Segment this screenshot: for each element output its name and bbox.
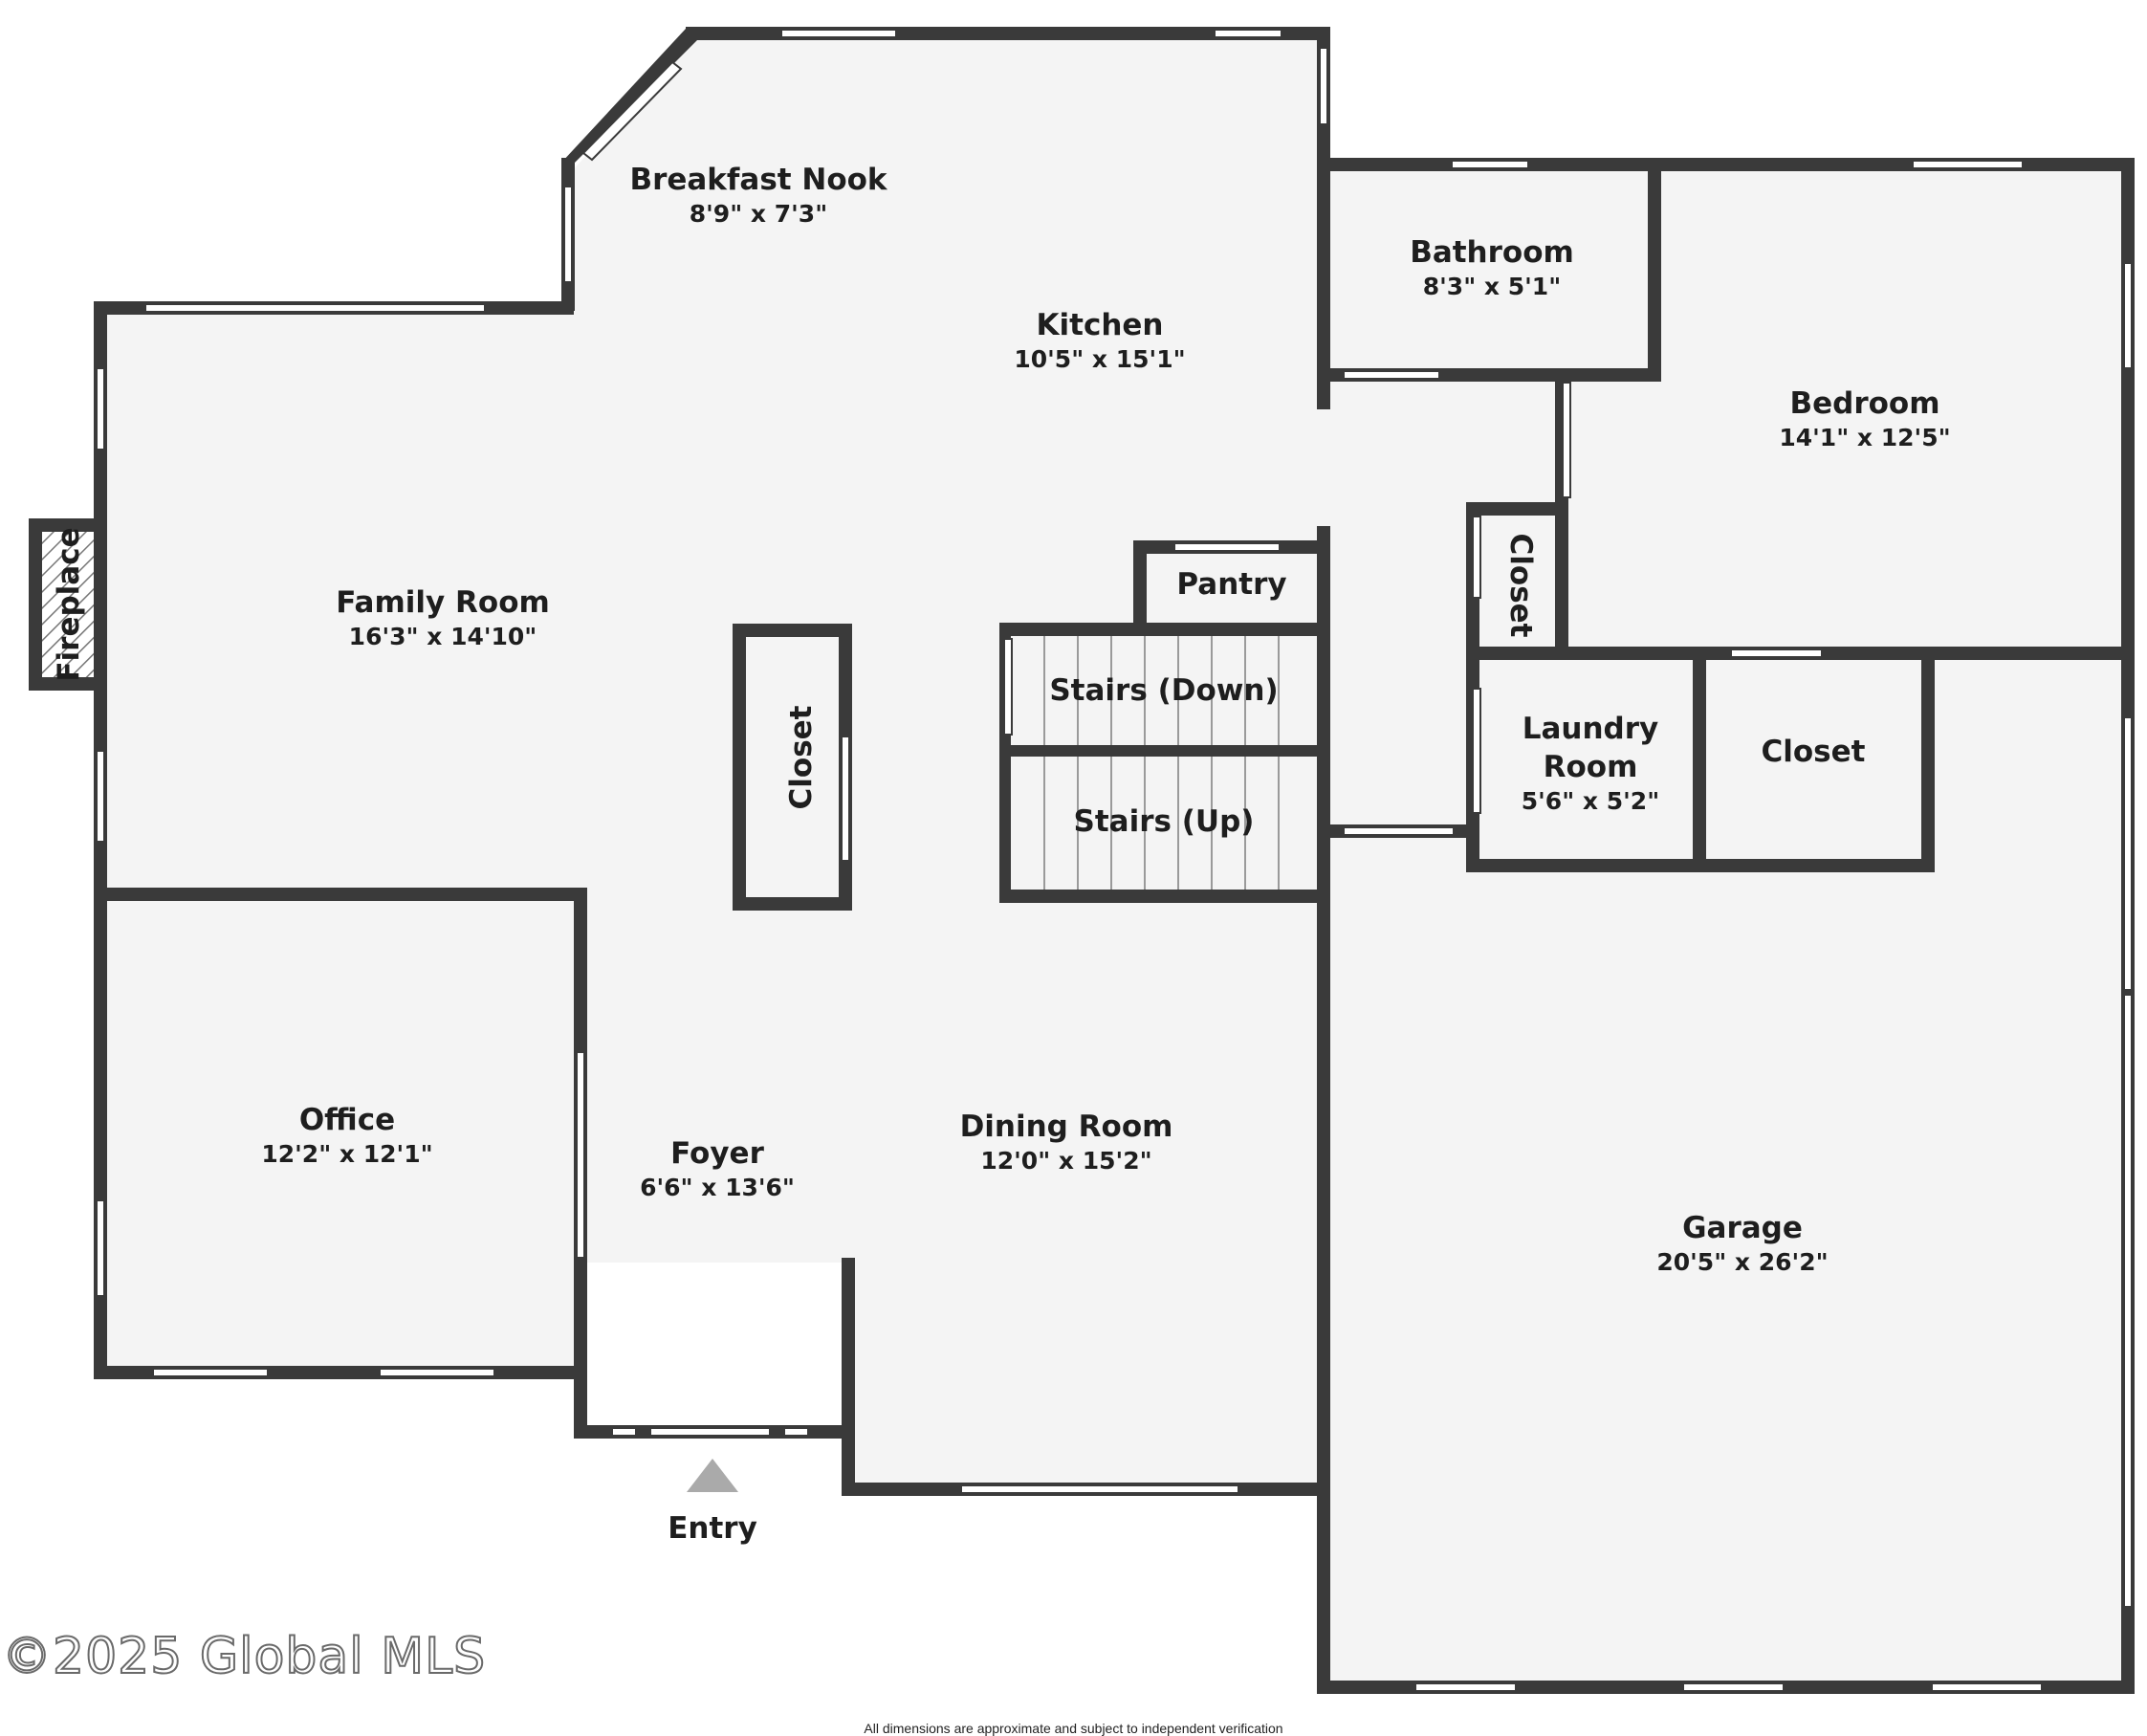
stairs-up-name: Stairs (Up) bbox=[1074, 804, 1255, 839]
office-dim: 12'2" x 12'1" bbox=[261, 1140, 432, 1168]
bathroom-dim: 8'3" x 5'1" bbox=[1423, 273, 1561, 300]
entry-arrow-icon bbox=[687, 1459, 738, 1492]
foyer-name: Foyer bbox=[670, 1136, 764, 1171]
family-room-name: Family Room bbox=[336, 585, 550, 620]
fireplace-hatch bbox=[42, 532, 94, 677]
entry-label: Entry bbox=[668, 1511, 757, 1546]
dining-room-dim: 12'0" x 15'2" bbox=[980, 1147, 1151, 1175]
room-labels: Breakfast Nook 8'9" x 7'3" Kitchen 10'5"… bbox=[52, 163, 1951, 1546]
copyright-watermark: ©2025 Global MLS bbox=[1, 1627, 487, 1686]
disclaimer-text: All dimensions are approximate and subje… bbox=[864, 1721, 1283, 1736]
laundry-room-dim: 5'6" x 5'2" bbox=[1522, 787, 1659, 815]
bedroom-dim: 14'1" x 12'5" bbox=[1779, 424, 1950, 451]
kitchen-dim: 10'5" x 15'1" bbox=[1014, 345, 1185, 373]
kitchen-name: Kitchen bbox=[1036, 308, 1163, 342]
pantry-name: Pantry bbox=[1176, 567, 1286, 602]
fireplace-name: Fireplace bbox=[52, 527, 86, 681]
breakfast-nook-dim: 8'9" x 7'3" bbox=[690, 200, 827, 228]
floor-fill bbox=[99, 38, 2128, 1688]
laundry-room-name-line1: Laundry bbox=[1523, 712, 1659, 746]
foyer-dim: 6'6" x 13'6" bbox=[640, 1174, 795, 1201]
garage-name: Garage bbox=[1682, 1211, 1803, 1245]
breakfast-nook-name: Breakfast Nook bbox=[629, 163, 887, 197]
stair-treads bbox=[1043, 636, 1280, 890]
bathroom-name: Bathroom bbox=[1410, 235, 1574, 270]
windows bbox=[96, 29, 2133, 1692]
family-room-dim: 16'3" x 14'10" bbox=[349, 623, 537, 650]
office-name: Office bbox=[299, 1103, 395, 1137]
closet-center-name: Closet bbox=[784, 705, 819, 809]
closet-bedroom-name: Closet bbox=[1503, 534, 1538, 638]
bedroom-name: Bedroom bbox=[1789, 386, 1939, 421]
dining-room-name: Dining Room bbox=[960, 1110, 1173, 1144]
garage-dim: 20'5" x 26'2" bbox=[1656, 1248, 1828, 1276]
stairs-down-name: Stairs (Down) bbox=[1049, 673, 1278, 708]
closet-laundry-name: Closet bbox=[1762, 735, 1866, 769]
laundry-room-name-line2: Room bbox=[1544, 750, 1638, 784]
